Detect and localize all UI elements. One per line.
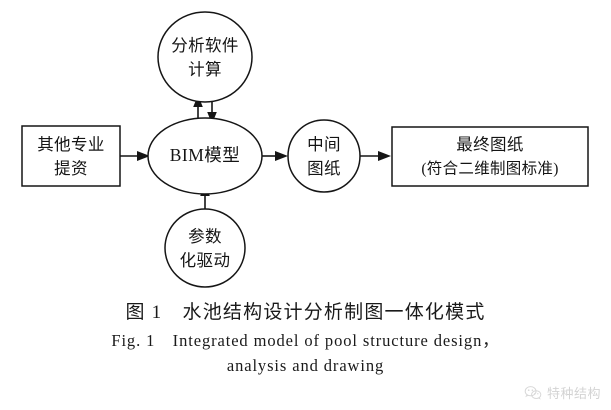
parametric-drive-label-line1: 参数 — [188, 227, 222, 246]
flow-diagram: 分析软件 计算 BIM模型 参数 化驱动 其他专业 提资 中间 图纸 — [21, 11, 589, 288]
analysis-software-label-line2: 计算 — [188, 60, 222, 79]
caption-english-line1: Fig. 1 Integrated model of pool structur… — [111, 331, 500, 350]
wechat-icon — [524, 385, 542, 400]
node-analysis-software[interactable]: 分析软件 计算 — [157, 11, 253, 103]
node-other-discipline[interactable]: 其他专业 提资 — [21, 125, 121, 187]
parametric-drive-ellipse — [164, 208, 246, 288]
intermediate-drawing-label-line1: 中间 — [307, 135, 341, 154]
final-drawing-label-line2: (符合二维制图标准) — [421, 160, 558, 178]
bim-model-label: BIM模型 — [170, 145, 241, 165]
node-parametric-drive[interactable]: 参数 化驱动 — [164, 208, 246, 288]
caption-chinese: 图 1 水池结构设计分析制图一体化模式 — [125, 302, 486, 323]
other-discipline-box — [21, 125, 121, 187]
analysis-software-ellipse — [157, 11, 253, 103]
caption-english-line2: analysis and drawing — [226, 356, 385, 375]
bim-model-ellipse — [147, 117, 263, 195]
intermediate-drawing-label-line2: 图纸 — [307, 159, 341, 178]
watermark-label: 特种结构 — [546, 386, 601, 401]
intermediate-drawing-circle — [287, 119, 361, 193]
edge-other-to-bim — [120, 151, 150, 161]
other-discipline-label-line1: 其他专业 — [37, 135, 105, 154]
edge-intermediate-to-final — [360, 151, 391, 161]
other-discipline-label-line2: 提资 — [54, 159, 88, 178]
parametric-drive-label-line2: 化驱动 — [180, 251, 231, 270]
analysis-software-label-line1: 分析软件 — [171, 36, 239, 55]
figure-caption: 图 1 水池结构设计分析制图一体化模式 Fig. 1 Integrated mo… — [0, 298, 611, 378]
watermark: 特种结构 — [524, 383, 601, 402]
node-intermediate-drawing[interactable]: 中间 图纸 — [287, 119, 361, 193]
node-final-drawing[interactable]: 最终图纸 (符合二维制图标准) — [391, 126, 589, 187]
final-drawing-label-line1: 最终图纸 — [456, 135, 524, 154]
edge-bim-to-intermediate — [262, 151, 288, 161]
node-bim-model[interactable]: BIM模型 — [147, 117, 263, 195]
final-drawing-box — [391, 126, 589, 187]
